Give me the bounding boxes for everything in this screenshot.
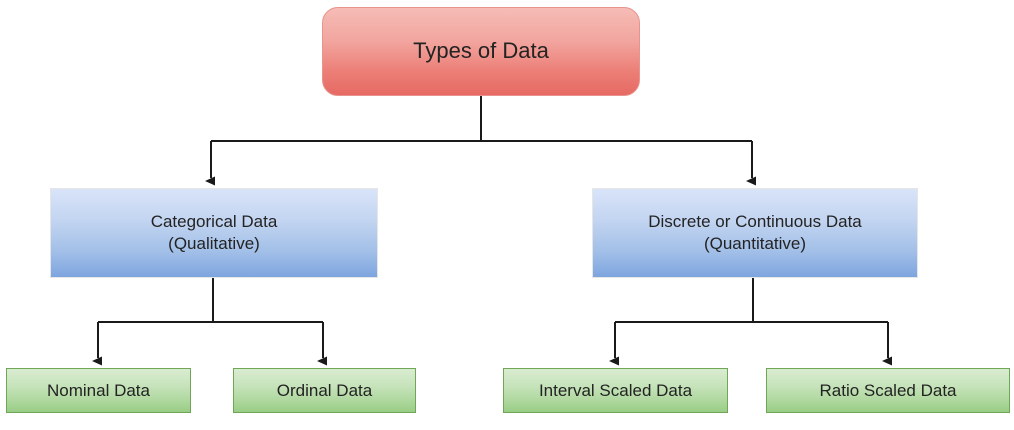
node-ratio-scaled-data: Ratio Scaled Data — [766, 368, 1010, 413]
node-ordinal-data: Ordinal Data — [233, 368, 416, 413]
node-categorical-data-label-line2: (Qualitative) — [168, 234, 260, 253]
node-interval-scaled-data-label: Interval Scaled Data — [538, 380, 693, 400]
node-types-of-data-label: Types of Data — [413, 38, 549, 64]
node-discrete-or-continuous-data-label-line1: Discrete or Continuous Data — [648, 212, 862, 232]
node-categorical-data: Categorical Data (Qualitative) — [50, 188, 378, 278]
node-ordinal-data-label: Ordinal Data — [276, 380, 373, 400]
node-types-of-data: Types of Data — [322, 7, 640, 96]
node-discrete-or-continuous-data-label-line2: (Quantitative) — [703, 234, 807, 253]
node-discrete-or-continuous-data: Discrete or Continuous Data (Quantitativ… — [592, 188, 918, 278]
node-nominal-data-label: Nominal Data — [47, 380, 150, 400]
node-interval-scaled-data: Interval Scaled Data — [503, 368, 728, 413]
node-ratio-scaled-data-label: Ratio Scaled Data — [819, 380, 957, 400]
node-categorical-data-label-line1: Categorical Data — [150, 212, 278, 232]
node-nominal-data: Nominal Data — [6, 368, 191, 413]
